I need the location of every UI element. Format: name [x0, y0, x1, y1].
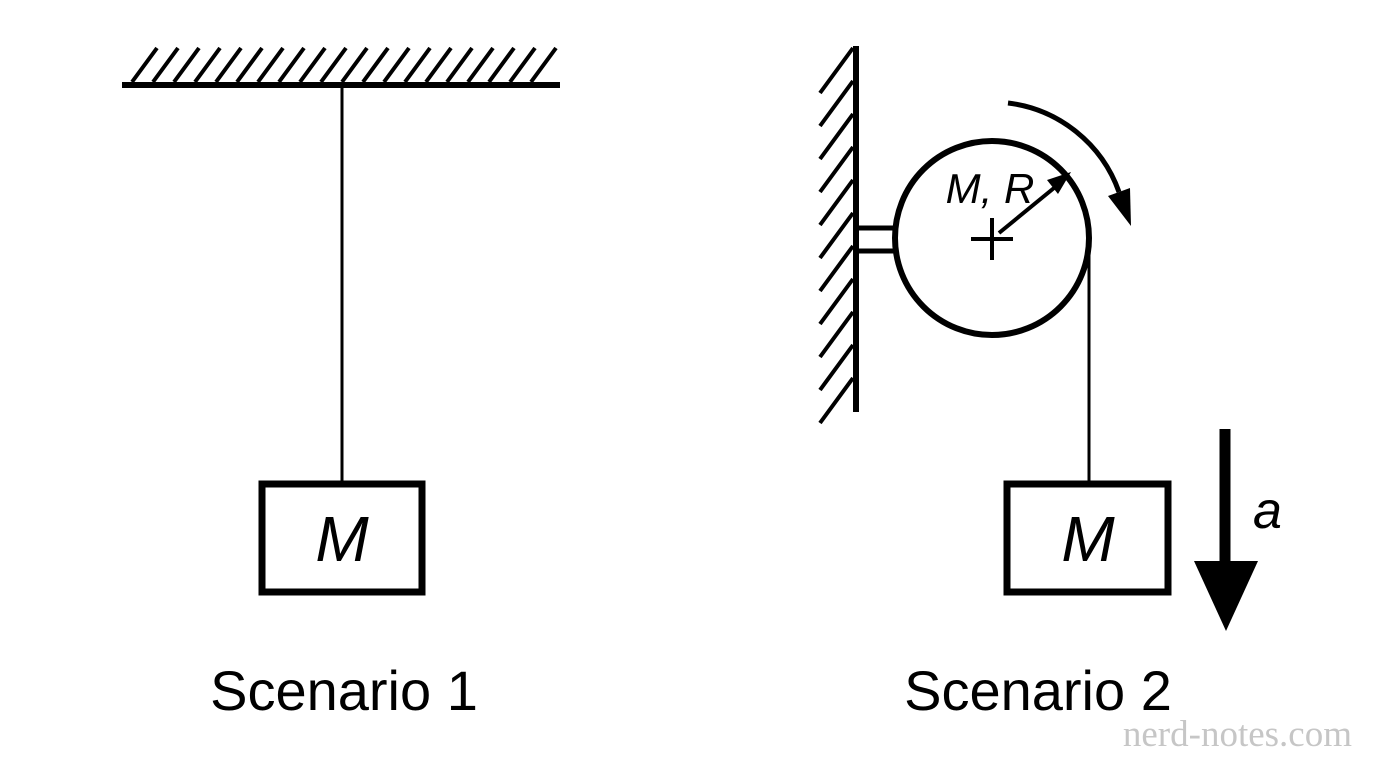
mass-box-2	[1003, 480, 1172, 596]
acceleration-label: a	[1253, 482, 1282, 540]
scenario-2-group: M, R M a Scenario 2	[818, 46, 1282, 722]
radius-arrow	[997, 172, 1071, 235]
scenario-2-caption: Scenario 2	[904, 659, 1172, 722]
rotation-arrow	[1007, 100, 1131, 226]
scenario-1-caption: Scenario 1	[210, 659, 478, 722]
acceleration-arrow	[1194, 429, 1258, 631]
mass-box-1	[258, 480, 426, 596]
mass-label-2: M	[1061, 503, 1115, 575]
ceiling-hatching	[130, 46, 558, 84]
rotation-arrowhead	[1108, 188, 1131, 226]
wall-hatching	[818, 46, 855, 425]
watermark: nerd-notes.com	[1123, 714, 1352, 755]
acceleration-arrowhead	[1194, 561, 1258, 631]
scenario-1-group: M Scenario 1	[122, 46, 560, 722]
mass-label-1: M	[315, 503, 369, 575]
pulley-label: M, R	[946, 165, 1035, 212]
radius-arrowhead	[1047, 172, 1071, 194]
pulley-center-cross	[971, 218, 1013, 260]
